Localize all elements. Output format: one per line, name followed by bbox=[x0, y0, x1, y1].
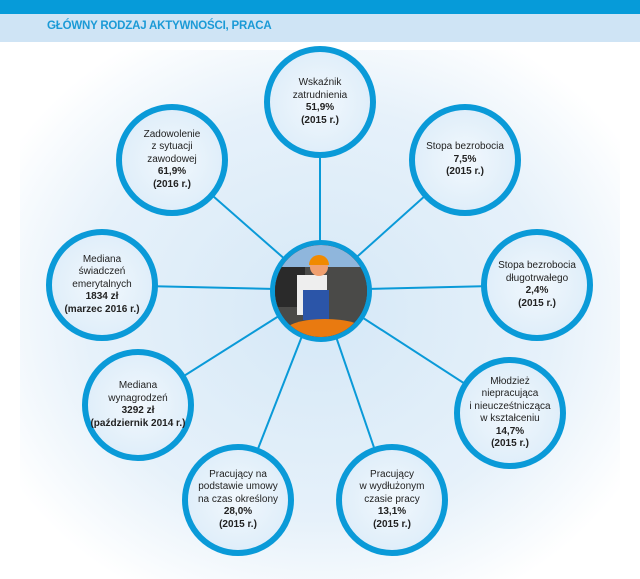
node-label: wynagrodzeń bbox=[108, 392, 168, 404]
node-value: 61,9% bbox=[157, 166, 187, 178]
node-date: (2015 r.) bbox=[518, 297, 556, 309]
node-label: Zadowolenie bbox=[143, 128, 201, 140]
node-label: z sytuacji bbox=[151, 141, 193, 153]
node-label: Stopa bezrobocia bbox=[498, 260, 576, 271]
node-date: (2015 r.) bbox=[446, 166, 484, 178]
node-label: w wydłużonym bbox=[359, 481, 425, 493]
node-label: czasie pracy bbox=[364, 493, 420, 505]
center-photo-worker bbox=[270, 240, 372, 342]
node-label: Mediana bbox=[82, 253, 122, 265]
node-label: Stopa bezrobocia bbox=[426, 141, 504, 153]
node-label: emerytalnych bbox=[72, 278, 132, 290]
node-value: 3292 zł bbox=[121, 405, 155, 416]
node-label: Pracujący bbox=[370, 468, 414, 480]
node-label: świadczeń bbox=[78, 266, 126, 278]
node-label: zawodowej bbox=[147, 153, 197, 165]
node-label: długotrwałego bbox=[505, 272, 569, 284]
node-label: na czas określony bbox=[197, 493, 279, 505]
node-date: (2015 r.) bbox=[301, 114, 339, 126]
node-label: i nieucześtnicząca bbox=[469, 400, 551, 412]
node-value: 1834 zł bbox=[85, 291, 119, 303]
node-value: 13,1% bbox=[377, 506, 407, 518]
node-date: (2015 r.) bbox=[219, 518, 257, 530]
node-label: zatrudnienia bbox=[292, 89, 348, 101]
node-label: niepracująca bbox=[481, 388, 539, 399]
node-label: w kształceniu bbox=[480, 413, 540, 424]
header-band bbox=[0, 14, 640, 42]
node-value: 51,9% bbox=[305, 102, 335, 113]
node-value: 14,7% bbox=[495, 425, 525, 437]
node-label: Wskaźnik bbox=[298, 77, 342, 88]
node-label: Pracujący na bbox=[209, 468, 267, 480]
top-bar bbox=[0, 0, 640, 14]
node-label: podstawie umowy bbox=[198, 481, 278, 493]
node-date: (marzec 2016 r.) bbox=[64, 303, 140, 315]
node-date: (październik 2014 r.) bbox=[90, 417, 186, 429]
node-value: 2,4% bbox=[525, 285, 549, 296]
node-date: (2016 r.) bbox=[153, 178, 191, 190]
node-label: Mediana bbox=[118, 380, 158, 391]
page-title: GŁÓWNY RODZAJ AKTYWNOŚCI, PRACA bbox=[47, 20, 272, 32]
node-value: 7,5% bbox=[453, 153, 477, 165]
node-date: (2015 r.) bbox=[373, 518, 411, 530]
node-label: Młodzież bbox=[490, 375, 530, 387]
node-value: 28,0% bbox=[223, 506, 253, 518]
node-date: (2015 r.) bbox=[491, 438, 529, 449]
